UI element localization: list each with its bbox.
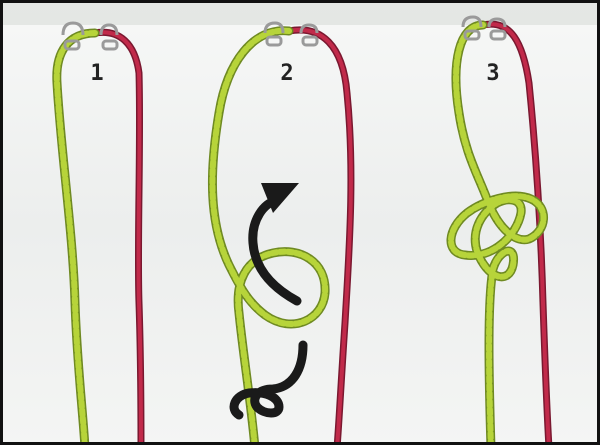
- top-rail: [3, 3, 600, 25]
- step-label-1: 1: [82, 61, 112, 86]
- step-label-2: 2: [272, 61, 302, 86]
- step-label-3: 3: [478, 61, 508, 86]
